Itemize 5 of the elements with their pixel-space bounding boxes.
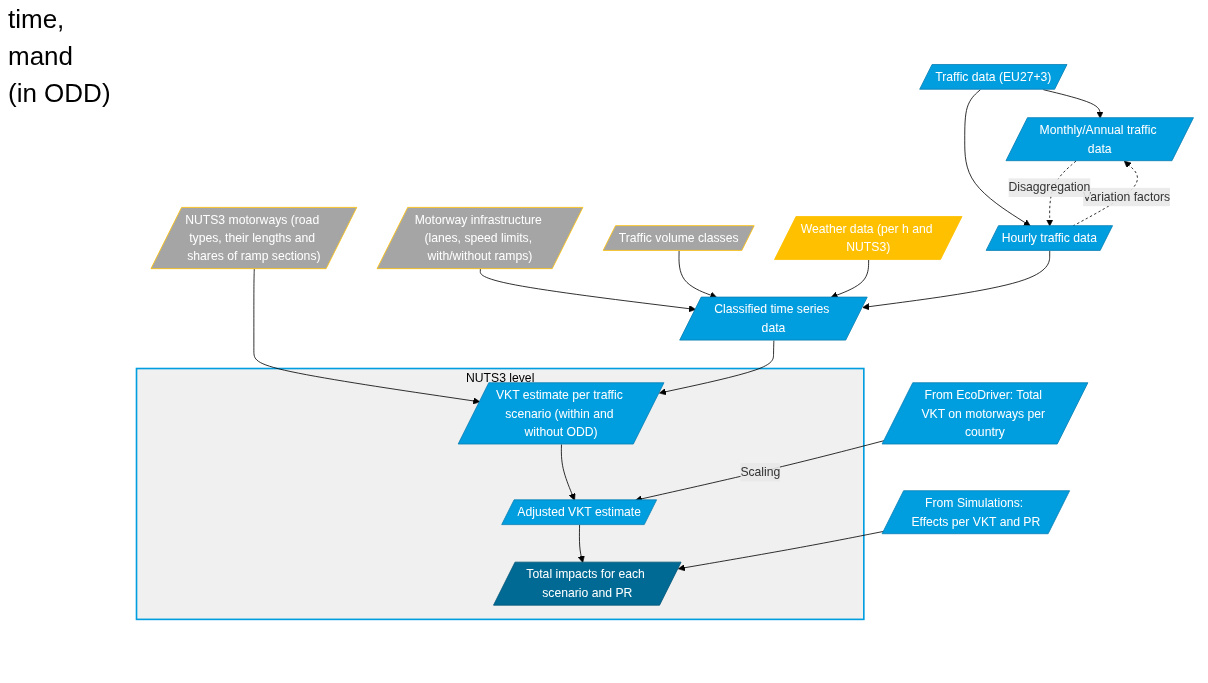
slide-text: mand xyxy=(8,41,75,72)
slide-text: time, xyxy=(8,4,66,35)
edge-label: Disaggregation xyxy=(1008,179,1091,194)
edge-label: Scaling xyxy=(740,464,781,478)
slide-text: (in ODD) xyxy=(8,78,112,109)
